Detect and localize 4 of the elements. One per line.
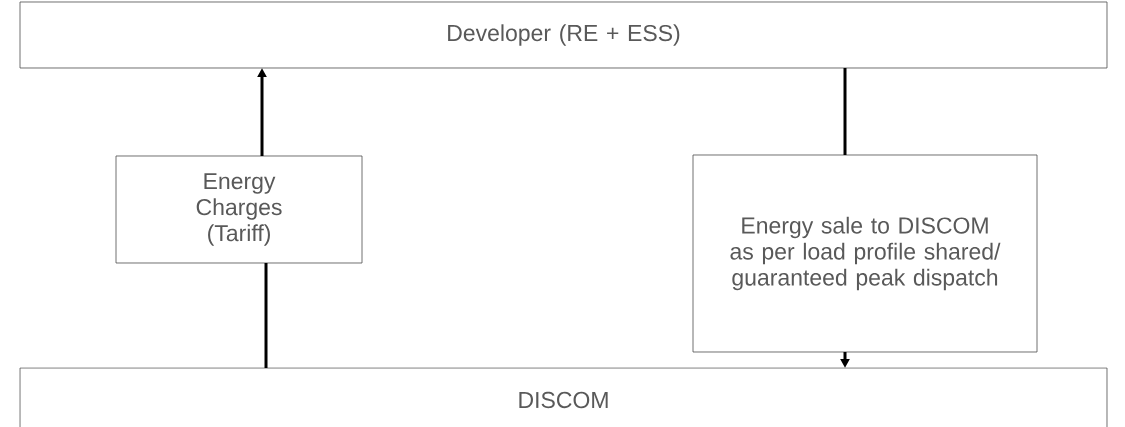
process-box: Energy sale to DISCOM as per load profile shared/ guaranteed peak dispatch xyxy=(692,154,1038,353)
process-box: Energy Charges (Tariff) xyxy=(115,155,363,264)
process-box: Developer (RE + ESS) xyxy=(19,1,1108,69)
process-box: DISCOM xyxy=(19,367,1108,427)
